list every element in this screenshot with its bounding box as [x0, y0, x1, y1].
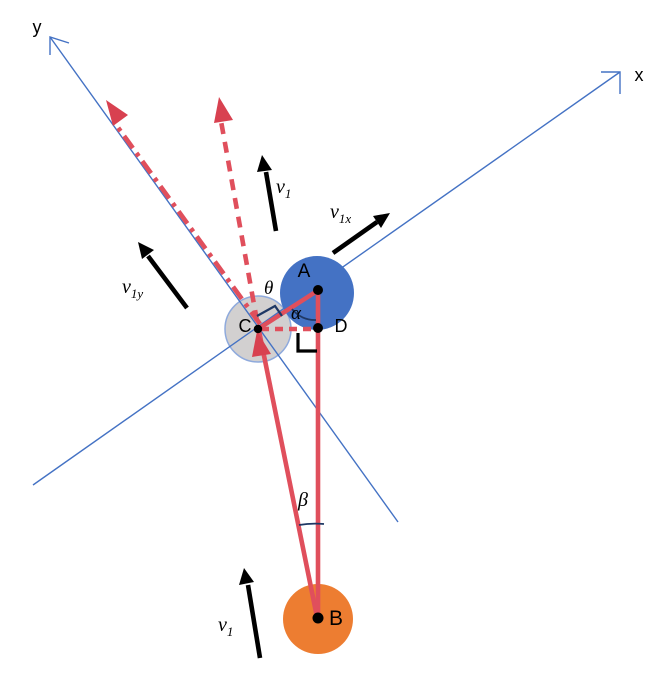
- v1-bottom-arrow: [245, 584, 263, 659]
- v1x-label-sub: 1x: [339, 211, 352, 226]
- v1y-arrow: [146, 254, 189, 310]
- v1x-arrowhead-icon: [373, 213, 390, 228]
- dot-d: [313, 323, 323, 333]
- angle-marks: [256, 304, 325, 526]
- right-angle-mark-d: [296, 333, 317, 353]
- ball-b-label: B: [329, 607, 343, 630]
- v1-bottom-label-sub: 1: [227, 624, 234, 639]
- dashdot-arrowhead-icon: [106, 100, 128, 126]
- v1y-label-sub: 1y: [131, 286, 144, 301]
- dashed-arrowhead-icon: [214, 97, 233, 123]
- v1x-label-base: v: [330, 201, 339, 223]
- v1-bottom-label-base: v: [218, 614, 227, 636]
- beta-arc: [298, 522, 325, 526]
- v1-bottom-arrowhead-icon: [239, 568, 254, 585]
- v1y-label-base: v: [122, 276, 131, 298]
- v1-direction-dashed-line: [218, 120, 260, 322]
- red-lines: [112, 120, 321, 618]
- v1-top-label-base: v: [276, 176, 285, 198]
- v1y-direction-dashdot-line: [112, 120, 262, 326]
- v1y-label: v1y: [122, 276, 143, 301]
- line-c-to-a: [256, 289, 319, 331]
- black-arrowheads: [138, 155, 390, 585]
- b-to-c-arrowhead-icon: [252, 331, 271, 357]
- line-c-to-b: [256, 330, 320, 618]
- angle-theta-label: θ: [264, 278, 273, 299]
- y-axis-label: y: [33, 17, 42, 37]
- v1-top-arrow: [263, 171, 279, 232]
- x-axis-label: x: [635, 65, 644, 85]
- v1x-label: v1x: [330, 201, 351, 226]
- v1y-arrowhead-icon: [138, 242, 154, 259]
- v1-top-label-sub: 1: [285, 186, 292, 201]
- v1-bottom-label: v1: [218, 614, 233, 639]
- y-axis-arrowhead-icon: [49, 36, 70, 55]
- center-dots: [253, 285, 324, 624]
- angle-alpha-label: α: [291, 303, 302, 324]
- v1-top-label: v1: [276, 176, 291, 201]
- alpha-arc: [291, 308, 317, 321]
- v1-top-arrowhead-icon: [257, 155, 272, 172]
- dot-b: [312, 612, 324, 624]
- point-d-label: D: [335, 316, 348, 336]
- y-axis: [49, 36, 399, 523]
- v1x-arrow: [331, 220, 379, 255]
- red-arrowheads: [106, 97, 271, 357]
- ball-c-label: C: [239, 316, 252, 336]
- dot-a: [313, 285, 323, 295]
- ball-a-label: A: [298, 261, 311, 282]
- black-arrow-shafts: [146, 171, 379, 659]
- dot-c: [253, 324, 263, 334]
- angle-beta-label: β: [297, 489, 308, 511]
- x-axis-arrowhead-icon: [601, 71, 621, 94]
- right-angle-mark-c: [256, 304, 283, 317]
